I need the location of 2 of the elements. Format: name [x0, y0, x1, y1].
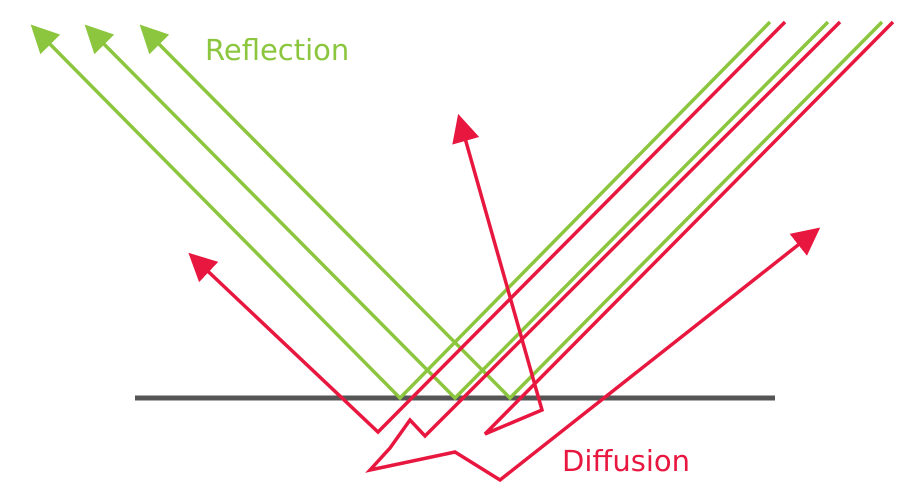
text-label: Reflection [205, 36, 350, 65]
text-label: Diffusion [562, 447, 690, 476]
